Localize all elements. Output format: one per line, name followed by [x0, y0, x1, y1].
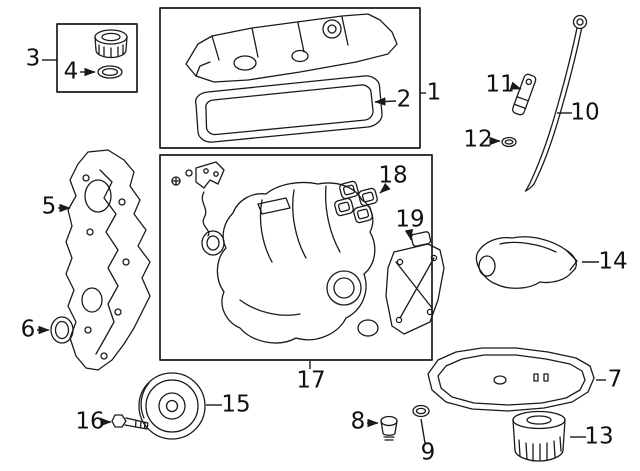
leader-9: [420, 418, 426, 444]
drain-plug-gasket-drawing: [412, 404, 430, 418]
oil-drain-plug-drawing: [380, 415, 398, 441]
callout-16: 16: [75, 408, 105, 435]
callout-11: 11: [485, 71, 515, 98]
callout-19: 19: [395, 206, 425, 233]
timing-chain-cover-drawing: [65, 149, 151, 371]
callout-5: 5: [41, 193, 57, 220]
leader-11: [509, 81, 522, 90]
callout-3: 3: [25, 45, 41, 72]
air-inlet-duct-drawing: [475, 236, 578, 289]
dipstick-tube-drawing: [511, 73, 537, 116]
callout-15: 15: [221, 391, 251, 418]
callout-9: 9: [420, 439, 436, 466]
callout-4: 4: [63, 58, 79, 85]
oil-filter-drawing: [512, 410, 566, 462]
intake-manifold-drawing: [171, 161, 379, 344]
crankshaft-pulley-drawing: [138, 372, 206, 440]
callout-18: 18: [378, 162, 408, 189]
dipstick-tube-oring-drawing: [501, 136, 517, 148]
callout-2: 2: [396, 86, 412, 113]
leader-19: [404, 228, 414, 241]
callout-1: 1: [426, 79, 442, 106]
callout-12: 12: [463, 126, 493, 153]
cap-group-box: [56, 23, 138, 93]
callout-14: 14: [598, 248, 628, 275]
leader-18: [379, 182, 391, 194]
oil-pan-drawing: [427, 347, 595, 412]
pulley-bolt-drawing: [111, 414, 149, 430]
callout-13: 13: [584, 423, 614, 450]
leader-2: [374, 97, 397, 106]
valve-cover-gasket-drawing: [194, 75, 383, 143]
callout-10: 10: [570, 99, 600, 126]
oil-filler-cap-gasket-drawing: [97, 65, 123, 79]
crankshaft-front-seal-drawing: [50, 316, 74, 344]
intake-manifold-gaskets-drawing: [334, 180, 378, 224]
manifold-cover-drawing: [385, 231, 445, 335]
callout-17: 17: [296, 367, 326, 394]
callout-leaders: [37, 59, 606, 444]
valve-cover-group-box: [159, 7, 421, 149]
oil-level-dipstick-drawing: [524, 14, 588, 192]
callout-6: 6: [20, 316, 36, 343]
callout-8: 8: [350, 408, 366, 435]
callout-7: 7: [607, 366, 623, 393]
valve-cover-drawing: [185, 13, 398, 83]
oil-filler-cap-drawing: [94, 29, 128, 59]
